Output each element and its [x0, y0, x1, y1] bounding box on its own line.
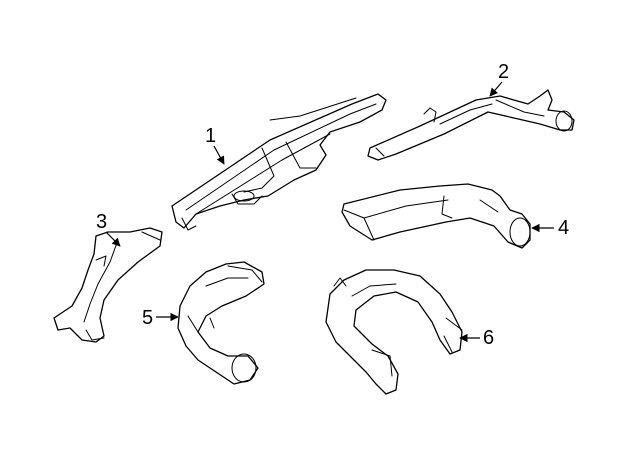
- callout-leader-1: [213, 145, 225, 165]
- part-4-lower-right-duct: [341, 183, 531, 249]
- callout-label-3: 3: [96, 211, 107, 233]
- callout-label-6: 6: [483, 327, 494, 349]
- callout-3: 3: [96, 211, 121, 247]
- callout-1: 1: [205, 125, 225, 165]
- callout-5: 5: [142, 307, 179, 329]
- callout-label-2: 2: [498, 61, 509, 83]
- callout-leader-3: [105, 231, 121, 247]
- part-5-lower-center-duct: [177, 261, 265, 385]
- callout-label-5: 5: [142, 307, 153, 329]
- callout-leader-2: [489, 81, 503, 97]
- part-2-right-duct: [367, 89, 575, 161]
- part-1-center-duct: [171, 93, 387, 231]
- part-3-left-duct: [53, 227, 163, 343]
- callout-4: 4: [531, 217, 569, 239]
- callout-label-1: 1: [205, 125, 216, 147]
- part-6-u-duct: [325, 269, 463, 395]
- callout-6: 6: [459, 327, 494, 349]
- callout-2: 2: [489, 61, 509, 97]
- callout-label-4: 4: [558, 217, 569, 239]
